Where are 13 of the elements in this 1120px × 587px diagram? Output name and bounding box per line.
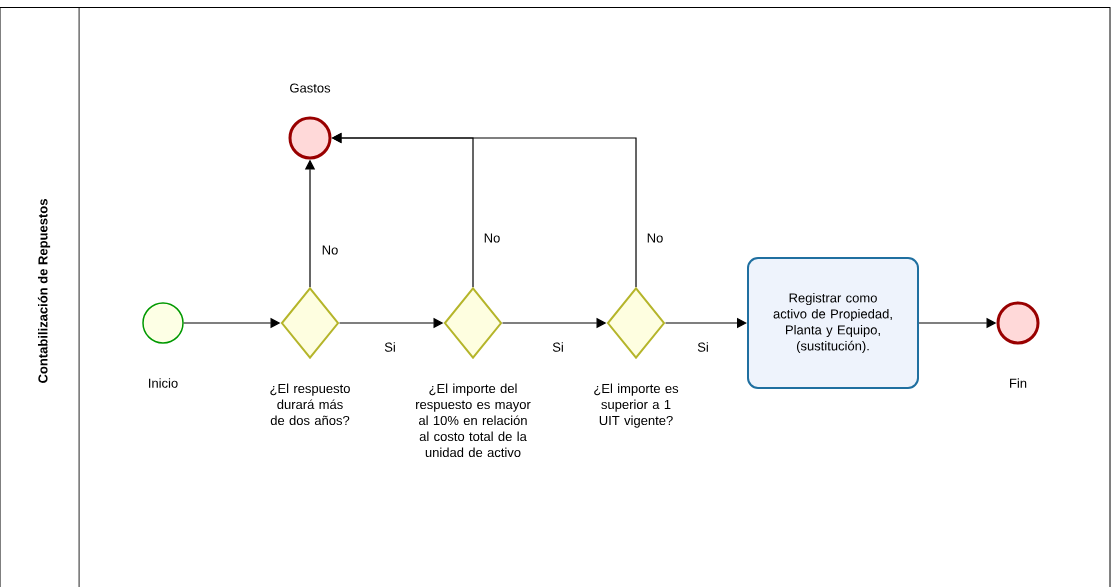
task-box: Registrar como activo de Propiedad, Planta y Equipo, (sustitución). (747, 257, 919, 389)
node-label: ¿El importe es superior a 1 UIT vigente? (594, 383, 679, 428)
edge-label: Si (383, 341, 397, 353)
node-label: Gastos (290, 83, 331, 93)
edge-label: No (482, 232, 502, 244)
edge-label: Si (551, 341, 565, 353)
node-label: Inicio (149, 378, 178, 388)
node-label: Fin (1010, 378, 1027, 388)
edge-label: Si (696, 341, 710, 353)
node-label: ¿El importe del respuesto es mayor al 10% en relación al costo total de la unidad de activo (416, 383, 531, 458)
edge-label: No (320, 244, 340, 256)
edge-label: No (645, 232, 665, 244)
node-label: ¿El respuesto durará más de dos años? (270, 383, 350, 426)
